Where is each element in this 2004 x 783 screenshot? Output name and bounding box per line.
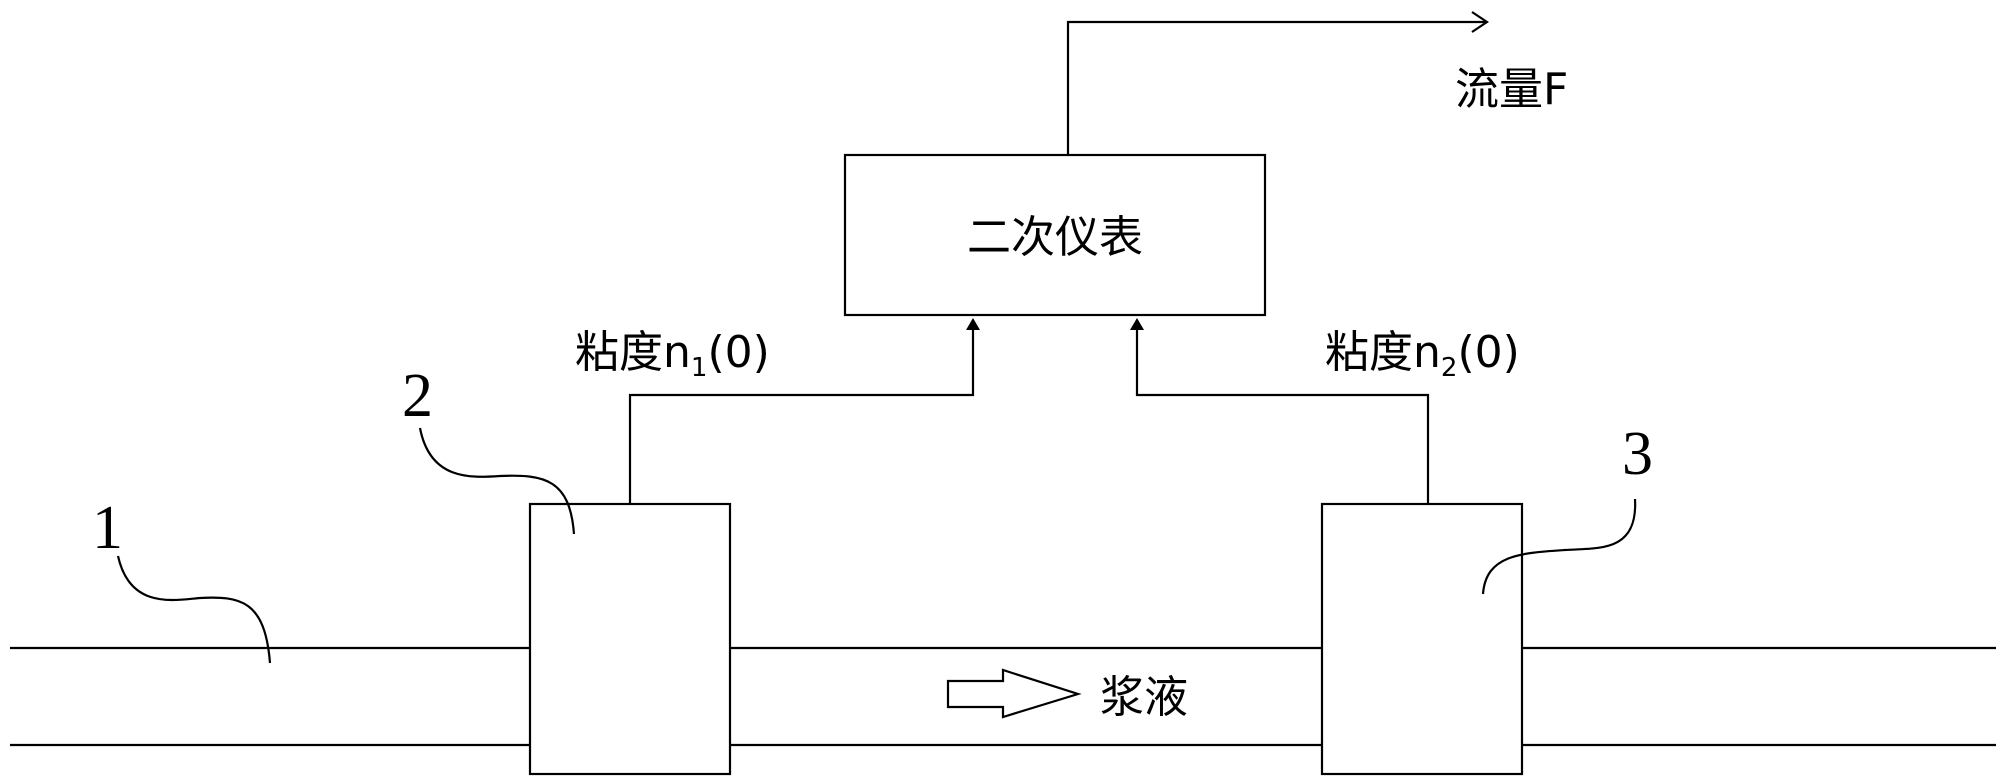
pipeline <box>10 648 1996 745</box>
signal-left-label: 粘度n1(0) <box>575 327 770 383</box>
instrument-label: 二次仪表 <box>967 212 1143 263</box>
output-label: 流量F <box>1455 64 1568 115</box>
signal-left-subscript: 1 <box>691 353 708 383</box>
sensor-right-box <box>1322 504 1522 774</box>
output-arrow <box>1068 12 1487 155</box>
flow-arrow-icon <box>948 670 1078 717</box>
signal-right-label: 粘度n2(0) <box>1325 327 1520 383</box>
sensor-left-box <box>530 504 730 774</box>
signal-right-subscript: 2 <box>1441 353 1458 383</box>
sensor-left-number: 2 <box>402 362 433 430</box>
signal-left-prefix: 粘度n <box>575 327 691 378</box>
signal-right-prefix: 粘度n <box>1325 327 1441 378</box>
signal-left-suffix: (0) <box>707 327 769 378</box>
pipe-number: 1 <box>92 494 123 562</box>
flow-label: 浆液 <box>1100 672 1188 723</box>
signal-right-suffix: (0) <box>1457 327 1519 378</box>
sensor-right-number: 3 <box>1622 420 1653 488</box>
